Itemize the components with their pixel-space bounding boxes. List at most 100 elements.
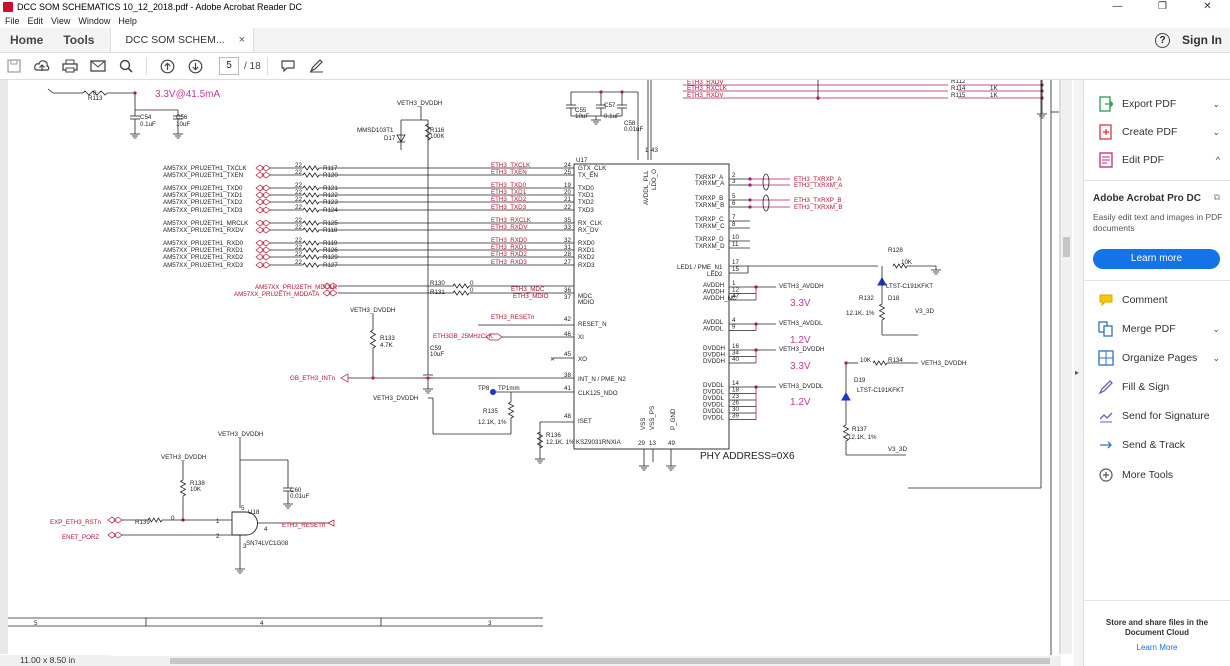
tool-more-tools[interactable]: More Tools xyxy=(1098,465,1224,485)
schematic-label: TXD2 xyxy=(578,199,594,206)
tool-send-track[interactable]: Send & Track xyxy=(1098,435,1224,455)
previous-page-icon[interactable] xyxy=(158,57,176,75)
pro-promo: Adobe Acrobat Pro DC Easily edit text an… xyxy=(1093,193,1223,234)
schematic-label: R117 xyxy=(323,165,338,172)
schematic-label: 0.01uF xyxy=(290,493,309,500)
chevron-down-icon[interactable]: ⌄ xyxy=(1212,98,1220,109)
schematic-label: 3 xyxy=(488,620,492,627)
schematic-label: RX_CLK xyxy=(578,220,603,227)
schematic-label: VETH3_DVDDH xyxy=(218,431,263,438)
schematic-label: ETH3_RXD3 xyxy=(491,259,527,266)
resistor-symbol xyxy=(302,165,320,171)
chevron-down-icon[interactable]: ⌄ xyxy=(1212,352,1220,363)
collapse-arrow-icon[interactable]: ▸ xyxy=(1075,368,1080,377)
vertical-scroll-thumb[interactable] xyxy=(1063,237,1070,257)
tool-label: More Tools xyxy=(1122,469,1174,481)
schematic-label: 22 xyxy=(295,169,302,176)
tool-edit-pdf[interactable]: Edit PDF ^ xyxy=(1098,150,1224,170)
junction-dot xyxy=(748,183,752,187)
schematic-label: ETH3_RXD2 xyxy=(491,251,527,258)
resistor-symbol xyxy=(302,254,320,260)
schematic-label: 36 xyxy=(564,287,571,294)
pin-icon[interactable]: ⧉ xyxy=(1213,192,1220,202)
send-track-icon xyxy=(1098,437,1114,453)
resistor-symbol xyxy=(302,192,320,198)
comment-icon[interactable] xyxy=(279,57,297,75)
schematic-label: 5 xyxy=(732,193,736,200)
schematic-label: PHY ADDRESS=0X6 xyxy=(700,451,795,462)
resistor-symbol xyxy=(179,479,187,497)
maximize-icon[interactable]: ❐ xyxy=(1158,1,1167,12)
save-icon[interactable] xyxy=(5,57,23,75)
tab-tools[interactable]: Tools xyxy=(63,33,95,47)
close-window-icon[interactable]: ✕ xyxy=(1203,1,1212,12)
schematic-label: 48 xyxy=(564,413,571,420)
minimize-icon[interactable]: — xyxy=(1112,1,1123,12)
port-arrow xyxy=(328,289,338,297)
panel-divider xyxy=(1084,600,1230,601)
schematic-label: R135 xyxy=(483,408,498,415)
port-arrow xyxy=(255,219,265,227)
panel-divider xyxy=(1084,280,1230,281)
search-icon[interactable] xyxy=(117,57,135,75)
schematic-label: TXRXM_C xyxy=(695,223,725,230)
tool-fill-sign[interactable]: Fill & Sign xyxy=(1098,377,1224,397)
sign-in-button[interactable]: Sign In xyxy=(1182,33,1222,47)
chevron-up-icon[interactable]: ^ xyxy=(1215,155,1220,165)
close-tab-icon[interactable]: × xyxy=(238,34,246,46)
menu-view[interactable]: View xyxy=(51,16,71,26)
schematic-label: R113 xyxy=(88,95,103,102)
port-arrow xyxy=(261,164,271,172)
schematic-label: 22 xyxy=(295,237,302,244)
schematic-label: 0.1uF xyxy=(604,113,620,120)
chevron-down-icon[interactable]: ⌄ xyxy=(1212,126,1220,137)
tab-home[interactable]: Home xyxy=(10,33,44,47)
vertical-scrollbar[interactable] xyxy=(1061,80,1072,654)
schematic-label: 0 xyxy=(470,280,474,287)
tool-merge-pdf[interactable]: Merge PDF ⌄ xyxy=(1098,319,1224,339)
print-icon[interactable] xyxy=(61,57,79,75)
page-number-input[interactable]: 5 xyxy=(219,57,239,75)
tool-create-pdf[interactable]: Create PDF ⌄ xyxy=(1098,122,1224,142)
learn-more-button[interactable]: Learn more xyxy=(1093,249,1220,269)
schematic-label: RX_DV xyxy=(578,227,600,234)
schematic-label: VETH3_DVDDH xyxy=(397,100,442,107)
chevron-down-icon[interactable]: ⌄ xyxy=(1212,323,1220,334)
schematic-label: U17 xyxy=(576,157,588,164)
tool-organize-pages[interactable]: Organize Pages ⌄ xyxy=(1098,348,1224,368)
tab-document[interactable]: DCC SOM SCHEM... × xyxy=(110,28,255,52)
port-arrow xyxy=(261,246,271,254)
horizontal-scroll-thumb[interactable] xyxy=(170,658,1050,664)
help-icon[interactable]: ? xyxy=(1155,32,1170,48)
schematic-label: TXD0 xyxy=(578,185,594,192)
menu-edit[interactable]: Edit xyxy=(27,16,44,26)
tab-bar: Home Tools DCC SOM SCHEM... × ? Sign In xyxy=(0,28,1230,53)
schematic-label: GTX_CLK xyxy=(578,165,607,172)
tool-label: Organize Pages xyxy=(1122,352,1198,364)
tool-send-for-signature[interactable]: Send for Signature xyxy=(1098,406,1224,426)
schematic-label: TXRXP_C xyxy=(695,216,724,223)
draw-icon[interactable] xyxy=(307,57,325,75)
schematic-label: LTST-C191KFKT xyxy=(886,283,933,290)
tool-export-pdf[interactable]: Export PDF ⌄ xyxy=(1098,94,1224,114)
schematic-label: DVDDL xyxy=(703,402,725,409)
next-page-icon[interactable] xyxy=(186,57,204,75)
resistor-symbol xyxy=(302,240,320,246)
schematic-label: INT_N / PME_N2 xyxy=(578,376,626,383)
menu-file[interactable]: File xyxy=(5,16,20,26)
schematic-label: 15 xyxy=(732,266,739,273)
port-arrow xyxy=(261,239,271,247)
schematic-label: VSS xyxy=(640,418,647,430)
horizontal-scrollbar[interactable] xyxy=(8,656,1061,666)
panel-collapse-handle[interactable]: ▸ xyxy=(1074,80,1084,666)
email-icon[interactable] xyxy=(89,57,107,75)
menu-window[interactable]: Window xyxy=(78,16,111,26)
junction-dot xyxy=(371,376,375,380)
upload-icon[interactable] xyxy=(33,57,51,75)
tool-comment[interactable]: Comment xyxy=(1098,290,1224,310)
schematic-label: EXP_ETH3_RSTn xyxy=(50,519,101,526)
tool-label: Comment xyxy=(1122,294,1168,306)
store-learn-more-link[interactable]: Learn More xyxy=(1136,643,1178,652)
junction-dot xyxy=(426,376,430,380)
menu-help[interactable]: Help xyxy=(118,16,137,26)
